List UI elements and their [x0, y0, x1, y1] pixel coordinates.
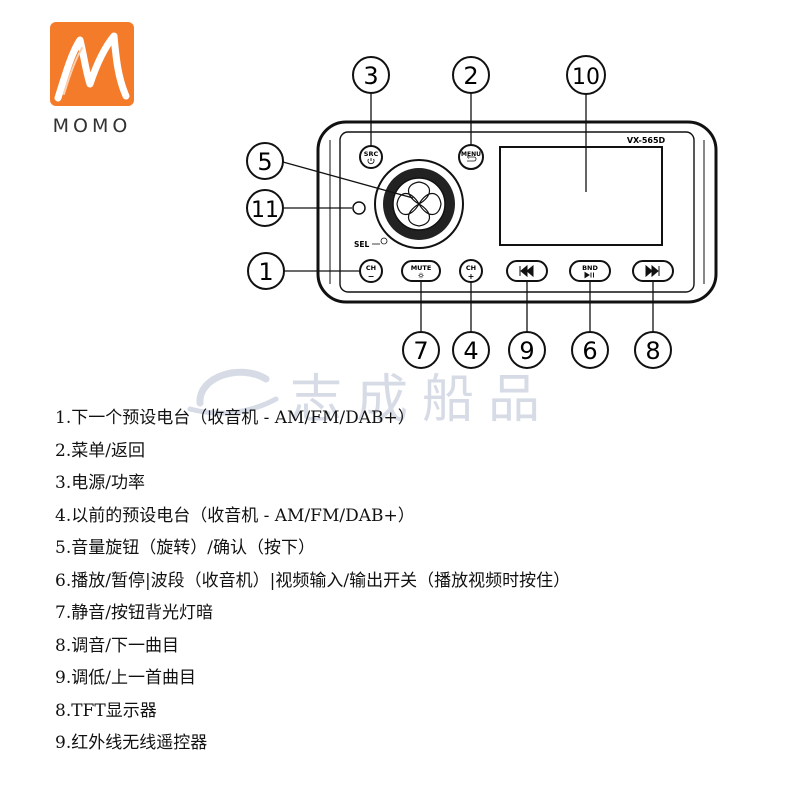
callout-1: 1	[247, 252, 285, 290]
legend-item: 5.音量旋钮（旋转）/确认（按下）	[55, 538, 315, 558]
callout-7: 7	[402, 331, 440, 369]
next-track-button[interactable]	[632, 260, 674, 282]
callout-9: 9	[508, 331, 546, 369]
ch-minus-symbol: −	[368, 272, 375, 281]
skip-forward-icon	[645, 264, 660, 278]
svg-text:4: 4	[463, 337, 478, 365]
ch-plus-symbol: +	[468, 272, 475, 281]
ir-sensor	[352, 201, 366, 215]
svg-text:1: 1	[258, 258, 273, 286]
return-icon	[466, 155, 477, 162]
legend-item: 6.播放/暂停|波段（收音机）|视频输入/输出开关（播放视频时按住）	[55, 570, 571, 591]
callout-2: 2	[452, 56, 490, 94]
skip-back-icon	[519, 264, 534, 278]
play-pause-icon	[584, 271, 594, 279]
prev-track-button[interactable]	[506, 260, 548, 282]
legend-list: 1.下一个预设电台（收音机 - AM/FM/DAB+） 2.菜单/返回 3.电源…	[55, 402, 570, 760]
svg-text:5: 5	[257, 148, 272, 176]
callout-3: 3	[352, 56, 390, 94]
callout-6: 6	[571, 331, 609, 369]
legend-item: 1.下一个预设电台（收音机 - AM/FM/DAB+）	[55, 408, 415, 428]
ch-minus-label: CH	[366, 264, 376, 272]
svg-text:11: 11	[251, 198, 279, 223]
power-icon	[367, 158, 375, 165]
src-button[interactable]: SRC	[359, 145, 383, 169]
momo-m-icon	[54, 32, 130, 102]
model-label: VX-565D	[627, 136, 666, 145]
watermark-swoosh-icon	[187, 368, 279, 416]
legend-item: 7.静音/按钮背光灯暗	[55, 603, 213, 623]
sel-indicator-icon	[380, 237, 388, 245]
callout-5: 5	[246, 142, 284, 180]
legend-item: 2.菜单/返回	[55, 440, 145, 461]
sun-icon	[418, 272, 424, 279]
svg-text:9: 9	[519, 337, 534, 365]
callout-10: 10	[566, 55, 606, 95]
ch-plus-button[interactable]: CH +	[459, 259, 483, 283]
callout-leaders	[282, 93, 654, 332]
svg-text:2: 2	[463, 62, 478, 90]
mute-button-label: MUTE	[411, 264, 432, 272]
brand-name: MOMO	[52, 115, 132, 137]
callout-11: 11	[246, 189, 284, 227]
device-diagram: VX-565D SEL SRC MENU CH − MUTE	[246, 55, 718, 369]
legend-item: 8.调音/下一曲目	[55, 635, 179, 656]
callout-4: 4	[452, 331, 490, 369]
svg-text:10: 10	[572, 65, 600, 90]
menu-button-label: MENU	[461, 151, 481, 158]
svg-text:8: 8	[645, 337, 660, 365]
svg-text:3: 3	[363, 62, 378, 90]
legend-item: 8.TFT显示器	[55, 700, 157, 721]
svg-text:7: 7	[413, 337, 428, 365]
ch-minus-button[interactable]: CH −	[359, 259, 383, 283]
mute-button[interactable]: MUTE	[401, 260, 441, 282]
sel-label: SEL	[354, 240, 370, 249]
knob-pattern-icon	[396, 181, 442, 227]
legend-item: 9.调低/上一首曲目	[55, 668, 196, 688]
legend-item: 3.电源/功率	[55, 473, 145, 493]
src-button-label: SRC	[364, 150, 379, 158]
watermark-text: 志成船品	[290, 370, 555, 430]
tft-display	[499, 146, 663, 246]
legend-item: 9.红外线无线遥控器	[55, 733, 208, 753]
volume-knob[interactable]	[374, 159, 464, 249]
watermark: 志成船品	[180, 355, 640, 430]
bnd-button-label: BND	[582, 264, 598, 272]
ch-plus-label: CH	[466, 264, 476, 272]
menu-button[interactable]: MENU	[458, 144, 484, 170]
bnd-play-pause-button[interactable]: BND	[569, 260, 611, 282]
svg-text:6: 6	[582, 337, 597, 365]
brand-logo	[50, 22, 134, 106]
legend-item: 4.以前的预设电台（收音机 - AM/FM/DAB+）	[55, 505, 415, 526]
callout-8: 8	[634, 331, 672, 369]
